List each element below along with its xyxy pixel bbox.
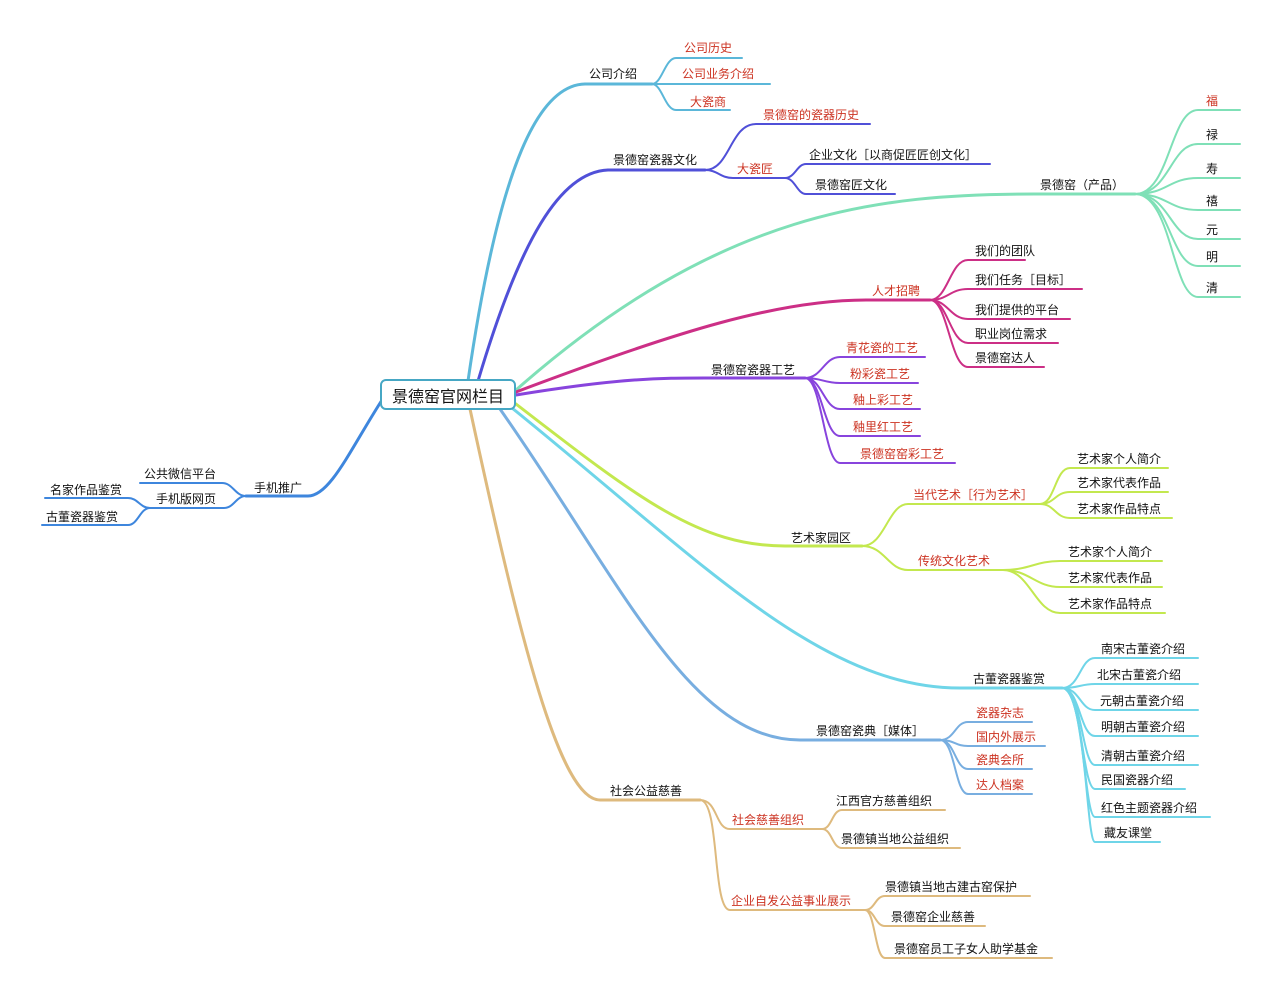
leaf-contemporary-profile[interactable]: 艺术家个人简介: [1077, 452, 1162, 466]
subtopic-ming-dynasty[interactable]: 明朝古董瓷介绍: [1101, 720, 1186, 734]
subtopic-product-fu[interactable]: 福: [1206, 94, 1219, 108]
leaf-local-charity[interactable]: 景德镇当地公益组织: [841, 832, 950, 846]
branch-mobile-links: [41, 398, 384, 526]
branch-recruit-links: [514, 259, 1083, 394]
topic-porcelain-craft[interactable]: 景德窑瓷器工艺: [711, 363, 796, 377]
leaf-traditional-profile[interactable]: 艺术家个人简介: [1068, 545, 1153, 559]
subtopic-mobile-web[interactable]: 手机版网页: [156, 492, 217, 506]
subtopic-contemporary-art[interactable]: 当代艺术［行为艺术］: [913, 488, 1034, 502]
subtopic-product-lu[interactable]: 禄: [1206, 128, 1219, 142]
subtopic-experts[interactable]: 景德窑达人: [975, 351, 1036, 365]
leaf-antique-appreciation[interactable]: 古董瓷器鉴赏: [46, 510, 119, 524]
branch-culture-links: [476, 123, 991, 383]
leaf-master-works[interactable]: 名家作品鉴赏: [50, 483, 123, 497]
subtopic-product-shou[interactable]: 寿: [1206, 162, 1219, 176]
subtopic-craftsman-culture[interactable]: 景德窑匠文化: [815, 178, 888, 192]
leaf-traditional-works[interactable]: 艺术家代表作品: [1068, 571, 1153, 585]
subtopic-republic-era[interactable]: 民国瓷器介绍: [1101, 773, 1174, 787]
branch-antique-links: [510, 406, 1211, 843]
leaf-contemporary-works[interactable]: 艺术家代表作品: [1077, 476, 1162, 490]
topic-artist-park[interactable]: 艺术家园区: [791, 531, 852, 545]
subtopic-our-team[interactable]: 我们的团队: [975, 244, 1036, 258]
root-topic[interactable]: 景德窑官网栏目: [380, 379, 516, 410]
branch-charity-links: [468, 407, 1053, 959]
topic-media[interactable]: 景德窑瓷典［媒体］: [816, 724, 925, 738]
topic-porcelain-culture[interactable]: 景德窑瓷器文化: [613, 153, 698, 167]
subtopic-product-xi[interactable]: 禧: [1206, 194, 1219, 208]
leaf-scholarship-fund[interactable]: 景德窑员工子女人助学基金: [894, 942, 1039, 956]
subtopic-exhibitions[interactable]: 国内外展示: [976, 730, 1037, 744]
subtopic-overglaze-craft[interactable]: 釉上彩工艺: [853, 393, 914, 407]
subtopic-club[interactable]: 瓷典会所: [976, 753, 1025, 767]
topic-mobile-promotion[interactable]: 手机推广: [254, 481, 303, 495]
subtopic-kiln-color-craft[interactable]: 景德窑窑彩工艺: [860, 447, 945, 461]
subtopic-charity-org[interactable]: 社会慈善组织: [732, 813, 805, 827]
subtopic-southern-song[interactable]: 南宋古董瓷介绍: [1101, 642, 1186, 656]
topic-antique-appreciation[interactable]: 古董瓷器鉴赏: [973, 672, 1046, 686]
subtopic-company-business[interactable]: 公司业务介绍: [682, 67, 755, 81]
subtopic-yuan-dynasty[interactable]: 元朝古董瓷介绍: [1100, 694, 1185, 708]
subtopic-underglaze-red-craft[interactable]: 釉里红工艺: [853, 420, 914, 434]
branch-company-links: [466, 57, 771, 383]
subtopic-product-yuan[interactable]: 元: [1206, 223, 1219, 237]
topic-charity[interactable]: 社会公益慈善: [610, 784, 683, 798]
subtopic-our-mission[interactable]: 我们任务［目标］: [975, 273, 1072, 287]
branch-artist-links: [514, 402, 1173, 614]
topic-recruitment[interactable]: 人才招聘: [872, 284, 921, 298]
subtopic-northern-song[interactable]: 北宋古董瓷介绍: [1097, 668, 1182, 682]
subtopic-traditional-art[interactable]: 传统文化艺术: [918, 554, 991, 568]
subtopic-qing-dynasty[interactable]: 清朝古董瓷介绍: [1101, 749, 1186, 763]
branch-craft-links: [514, 356, 956, 464]
leaf-kiln-protection[interactable]: 景德镇当地古建古窑保护: [885, 880, 1018, 894]
subtopic-famille-rose-craft[interactable]: 粉彩瓷工艺: [850, 367, 911, 381]
subtopic-product-ming[interactable]: 明: [1206, 250, 1219, 264]
subtopic-enterprise-culture[interactable]: 企业文化［以商促匠匠创文化］: [809, 148, 978, 162]
subtopic-magazine[interactable]: 瓷器杂志: [976, 706, 1025, 720]
subtopic-red-theme[interactable]: 红色主题瓷器介绍: [1101, 801, 1198, 815]
subtopic-our-platform[interactable]: 我们提供的平台: [975, 303, 1060, 317]
branch-media-links: [498, 407, 1046, 795]
subtopic-expert-archive[interactable]: 达人档案: [976, 778, 1025, 792]
leaf-jiangxi-charity[interactable]: 江西官方慈善组织: [836, 794, 933, 808]
subtopic-porcelain-history[interactable]: 景德窑的瓷器历史: [763, 108, 860, 122]
subtopic-job-demand[interactable]: 职业岗位需求: [975, 327, 1048, 341]
subtopic-wechat-platform[interactable]: 公共微信平台: [144, 467, 217, 481]
leaf-contemporary-features[interactable]: 艺术家作品特点: [1077, 502, 1162, 516]
subtopic-big-merchant[interactable]: 大瓷商: [690, 95, 727, 109]
topic-company-intro[interactable]: 公司介绍: [589, 67, 638, 81]
leaf-enterprise-charity[interactable]: 景德窑企业慈善: [891, 910, 976, 924]
subtopic-enterprise-charity-show[interactable]: 企业自发公益事业展示: [731, 894, 852, 908]
leaf-traditional-features[interactable]: 艺术家作品特点: [1068, 597, 1153, 611]
subtopic-collector-class[interactable]: 藏友课堂: [1104, 826, 1153, 840]
subtopic-company-history[interactable]: 公司历史: [684, 41, 733, 55]
subtopic-blue-white-craft[interactable]: 青花瓷的工艺: [846, 341, 919, 355]
branch-product-links: [514, 109, 1241, 392]
subtopic-product-qing[interactable]: 清: [1206, 281, 1219, 295]
topic-products[interactable]: 景德窑（产品）: [1040, 178, 1125, 192]
subtopic-master-craftsman[interactable]: 大瓷匠: [737, 162, 774, 176]
